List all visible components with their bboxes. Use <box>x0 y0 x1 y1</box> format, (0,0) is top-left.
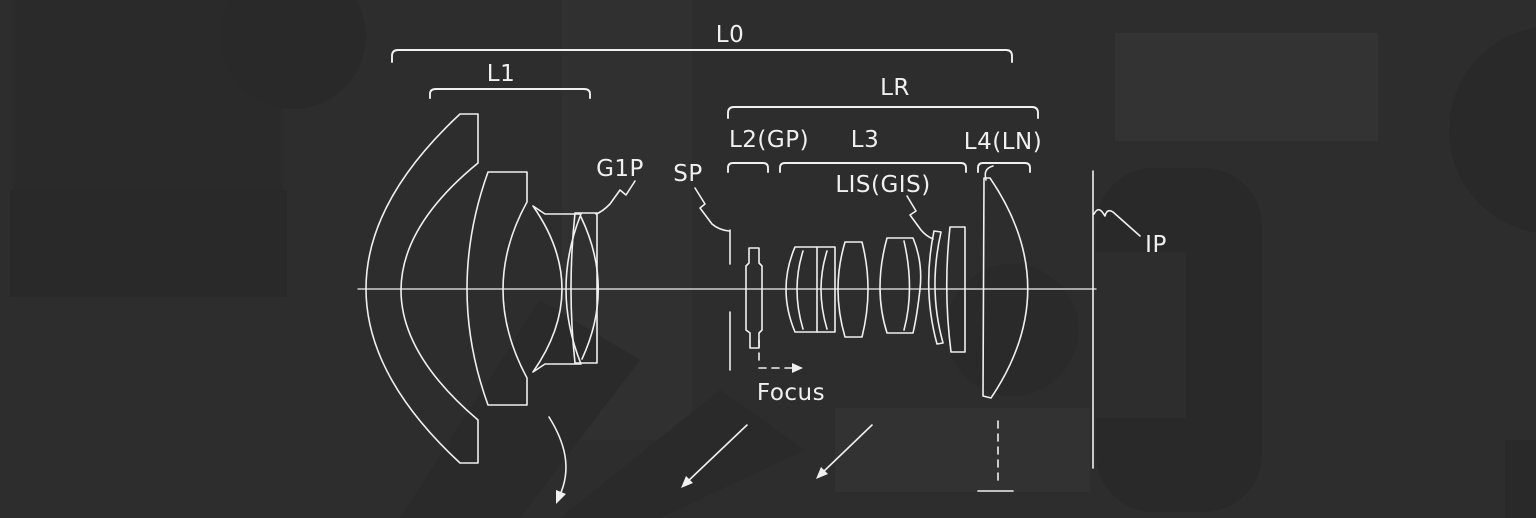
lens-biconvex-outline <box>837 241 869 338</box>
watermark-shape <box>1115 33 1378 141</box>
label-l3: L3 <box>851 127 879 153</box>
lens-doublet-2-outline <box>879 237 922 334</box>
watermark-shape <box>220 0 366 109</box>
label-g1p: G1P <box>596 156 644 182</box>
lens-plano-element-outline <box>945 226 966 353</box>
leader-g1p <box>595 180 636 215</box>
label-l2: L2(GP) <box>729 127 809 153</box>
label-sp: SP <box>673 161 702 187</box>
watermark-shape <box>1096 252 1186 418</box>
labels: L0 L1 LR L2(GP) L3 L4(LN) LIS(GIS) G1P S… <box>487 22 1167 406</box>
motion-arrow-2-head <box>681 476 693 488</box>
motion-arrow-3-shaft <box>820 424 873 475</box>
bracket-l4 <box>977 162 1031 173</box>
watermark-shape <box>1505 440 1536 518</box>
movement-arrows <box>548 416 873 504</box>
curved-motion-arrow-shaft <box>548 416 567 498</box>
lens-doublet-2-cement-surface <box>903 240 911 331</box>
label-ip: IP <box>1145 232 1167 258</box>
watermark <box>10 0 1536 518</box>
l4-reference-mark <box>977 420 1014 492</box>
lens-element-4-surface-line <box>580 216 599 360</box>
lens-stabilizer-element-outline <box>927 230 944 345</box>
focus-indicator <box>758 339 803 373</box>
lens-element-2-outline <box>466 171 528 406</box>
label-focus: Focus <box>757 380 825 406</box>
lens-element-3-outline <box>532 205 582 373</box>
bracket-l1 <box>429 88 591 99</box>
watermark-shape <box>10 190 287 297</box>
leader-ip <box>1093 208 1141 237</box>
curved-motion-arrowhead <box>556 490 566 504</box>
leader-l4 <box>984 165 994 181</box>
watermark-shape <box>560 390 805 518</box>
focus-arrowhead <box>792 363 803 373</box>
lens-doublet-1-inner-surface-2 <box>820 250 828 330</box>
leader-sp <box>694 187 730 232</box>
watermark-shape <box>1449 27 1536 233</box>
lens-element-4-outline <box>570 212 598 364</box>
leader-lines <box>595 165 1141 240</box>
label-l4: L4(LN) <box>964 129 1042 155</box>
bracket-l3 <box>779 162 967 173</box>
bracket-l2 <box>727 162 769 173</box>
lens-doublet-1-outline <box>785 246 836 333</box>
group-brackets <box>391 49 1039 173</box>
watermark-shape <box>835 408 1090 492</box>
motion-arrow-2-shaft <box>685 424 748 484</box>
leader-lis <box>906 195 934 240</box>
label-lis: LIS(GIS) <box>835 172 930 198</box>
label-l0: L0 <box>716 22 744 48</box>
lens-group-l1 <box>365 113 599 464</box>
label-lr: LR <box>880 75 910 101</box>
lens-doublet-1-inner-surface <box>796 250 804 330</box>
lens-group-l3 <box>785 226 966 353</box>
watermark-shape <box>946 264 1078 396</box>
motion-arrow-3-head <box>816 467 828 479</box>
lens-element-l4-outline <box>982 177 1029 399</box>
lens-element-1-outline <box>365 113 479 464</box>
bracket-lr <box>727 106 1039 119</box>
lens-element-l2-outline <box>745 247 763 349</box>
label-l1: L1 <box>487 61 515 87</box>
bracket-l0 <box>391 49 1013 63</box>
